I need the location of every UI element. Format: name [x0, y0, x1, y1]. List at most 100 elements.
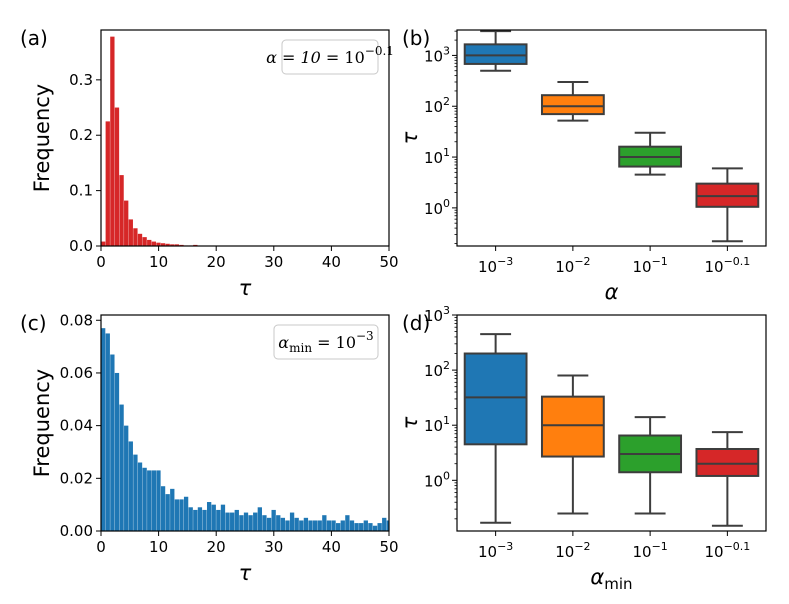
x-axis-title: τ: [239, 561, 252, 585]
panel-label-a: (a): [20, 26, 48, 50]
histogram-bar: [170, 244, 175, 246]
histogram-bar: [382, 517, 387, 531]
histogram-bar: [147, 239, 152, 246]
histogram-bar: [124, 200, 129, 246]
box-body: [540, 94, 605, 116]
histogram-bar: [368, 523, 373, 531]
histogram-bar: [317, 520, 322, 531]
axes-frame: [100, 29, 390, 247]
histogram-bar: [128, 441, 133, 531]
histogram-bar: [170, 488, 175, 531]
y-tick-label: 100: [424, 469, 450, 490]
y-tick-label: 0.1: [69, 182, 93, 200]
histogram-bar: [142, 467, 147, 531]
histogram-bar: [133, 454, 138, 531]
legend-box: [273, 324, 379, 360]
histogram-bar: [151, 241, 156, 246]
histogram-bar: [183, 496, 189, 531]
y-tick-label: 100: [424, 197, 450, 218]
histogram-bar: [119, 175, 124, 246]
histogram-bar: [165, 243, 170, 246]
histogram-bar: [345, 515, 350, 531]
box-body: [463, 352, 528, 446]
box-3: [618, 131, 683, 176]
x-tick-label: 0: [96, 538, 106, 556]
axes-frame: [100, 314, 390, 532]
histogram-bar: [285, 520, 290, 531]
histogram-bar: [188, 507, 193, 531]
histogram-bar: [349, 520, 355, 531]
histogram-bar: [312, 520, 318, 531]
histogram-bar: [340, 520, 345, 531]
histogram-bar: [280, 517, 286, 531]
x-tick-label: 10: [149, 538, 168, 556]
x-tick-label: 10−2: [555, 255, 590, 276]
histogram-bar: [193, 509, 198, 531]
histogram-bar: [101, 241, 106, 246]
y-tick-label: 0.08: [60, 311, 93, 329]
y-axis-title: Frequency: [30, 369, 54, 478]
x-axis-title: τ: [239, 276, 252, 300]
box-2: [540, 374, 605, 515]
histogram-bar: [133, 228, 138, 246]
x-tick-label: 30: [264, 253, 283, 271]
histogram-bar: [197, 507, 203, 531]
x-axis-title: αmin: [590, 565, 632, 593]
y-tick-label: 102: [424, 95, 450, 116]
histogram-bar: [147, 470, 152, 531]
histogram-bar: [248, 515, 253, 531]
histogram-bar: [299, 520, 304, 531]
x-tick-label: 40: [322, 253, 341, 271]
box-4: [695, 431, 760, 527]
axes-frame: [456, 29, 767, 247]
panel-label-d: (d): [402, 311, 430, 335]
x-tick-label: 40: [322, 538, 341, 556]
histogram-bar: [211, 504, 216, 531]
histogram-bar: [303, 517, 309, 531]
histogram-bar: [114, 107, 120, 247]
x-axis-title: α: [605, 280, 619, 304]
histogram-bar: [105, 121, 110, 246]
histogram-bar: [289, 512, 295, 531]
histogram-bar: [326, 520, 332, 531]
histogram-bar: [372, 525, 378, 531]
legend-box: [281, 39, 379, 75]
histogram-bar: [363, 520, 368, 531]
histogram-bar: [359, 523, 364, 531]
histogram-bar: [308, 520, 313, 531]
y-tick-label: 0.3: [69, 71, 93, 89]
panel-label-b: (b): [402, 26, 430, 50]
histogram-bar: [220, 504, 226, 531]
histogram-bar: [234, 509, 239, 531]
histogram-bar: [271, 509, 276, 531]
x-tick-label: 10−1: [632, 255, 667, 276]
histogram-bar: [137, 233, 143, 246]
histogram-bar: [119, 404, 124, 531]
histogram-bar: [137, 462, 143, 531]
x-tick-label: 20: [207, 538, 226, 556]
x-tick-label: 10−0.1: [704, 255, 750, 276]
x-tick-label: 50: [379, 253, 398, 271]
histogram-bar: [101, 328, 106, 531]
histogram-bar: [110, 354, 115, 531]
histogram-bar: [160, 486, 166, 531]
box-1: [463, 30, 528, 72]
box-4: [695, 167, 760, 243]
y-tick-label: 103: [424, 44, 450, 65]
y-tick-label: 0.2: [69, 126, 93, 144]
histogram-bar: [262, 515, 267, 531]
histogram-bar: [179, 499, 184, 531]
y-tick-label: 0.02: [60, 469, 93, 487]
histogram-bar: [114, 372, 120, 531]
y-tick-label: 0.04: [60, 417, 93, 435]
histogram-bar: [160, 243, 166, 246]
x-tick-label: 50: [379, 538, 398, 556]
histogram-bar: [165, 494, 170, 531]
histogram-bar: [377, 523, 382, 531]
histogram-bar: [243, 512, 249, 531]
box-3: [618, 416, 683, 515]
y-tick-label: 103: [424, 304, 450, 325]
